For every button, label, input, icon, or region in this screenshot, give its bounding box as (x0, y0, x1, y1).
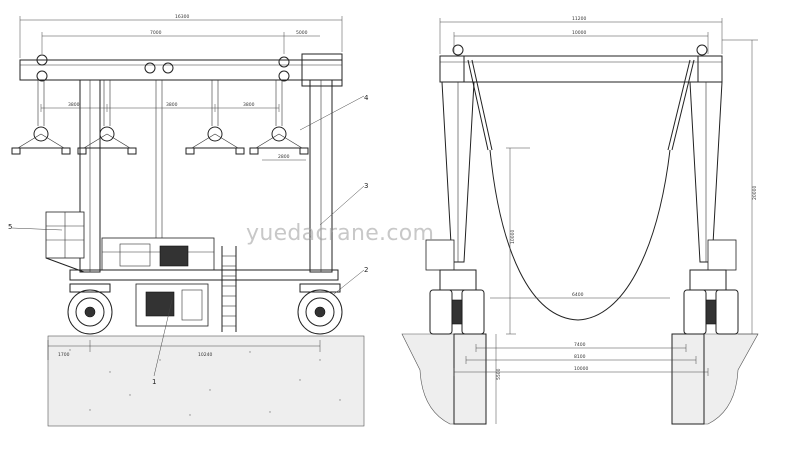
end-view: 11200 10000 20000 10000 6400 7400 8100 1… (401, 16, 759, 425)
end-dim-height: 20000 (752, 186, 758, 200)
end-right-wheels (683, 269, 739, 335)
callout-3: 3 (364, 182, 368, 190)
side-hoist-ropes (37, 80, 283, 126)
end-right-pit (671, 333, 759, 425)
end-left-hoist-rod (467, 59, 489, 151)
end-right-box (707, 239, 737, 271)
dim-bottom-left: 1700 (58, 352, 70, 358)
side-spreaders (11, 126, 309, 155)
side-ladder (221, 246, 237, 332)
side-bottom-beam (69, 269, 339, 281)
watermark: yuedacrane.com (246, 221, 434, 246)
end-dim-inner-width: 10000 (572, 30, 586, 36)
side-trolleys (36, 54, 290, 82)
end-right-hoist-rod (667, 59, 691, 151)
dim-sling-3: 3800 (243, 102, 255, 108)
side-beam-end-block (301, 53, 343, 87)
side-right-wheel (297, 283, 343, 335)
dim-sling-2: 3800 (166, 102, 178, 108)
callout-5: 5 (8, 223, 12, 231)
end-dim-track-2: 8100 (574, 354, 586, 360)
end-dim-sling-width: 6400 (572, 292, 584, 298)
dim-sling-1: 3800 (68, 102, 80, 108)
side-top-beam (19, 59, 343, 81)
end-dim-track-3: 10000 (574, 366, 588, 372)
dim-overall-length: 16300 (175, 14, 189, 20)
end-sling (489, 149, 671, 321)
side-left-wheel (67, 283, 113, 335)
end-left-leg (441, 81, 475, 263)
dim-sling-small: 2800 (278, 154, 290, 160)
end-left-wheels (429, 269, 485, 335)
callout-4: 4 (364, 94, 369, 102)
side-ground (47, 335, 365, 427)
dim-top-right: 5000 (296, 30, 308, 36)
end-left-pit (401, 333, 487, 425)
callout-1: 1 (152, 378, 156, 386)
side-ground-speckle (69, 349, 341, 416)
end-left-box (425, 239, 455, 271)
end-dim-pit-depth: 5500 (496, 368, 502, 380)
end-dim-lift-height: 10000 (510, 230, 516, 244)
end-dim-track-1: 7400 (574, 342, 586, 348)
side-machinery-platform (101, 237, 215, 271)
side-view: 16300 7000 5000 3800 3800 3800 2800 1700… (8, 14, 369, 427)
end-dim-overall-width: 11200 (572, 16, 586, 22)
end-top-beam (439, 55, 723, 83)
dim-wheelbase: 10240 (198, 352, 212, 358)
callout-2: 2 (364, 266, 368, 274)
dim-top-span: 7000 (150, 30, 162, 36)
